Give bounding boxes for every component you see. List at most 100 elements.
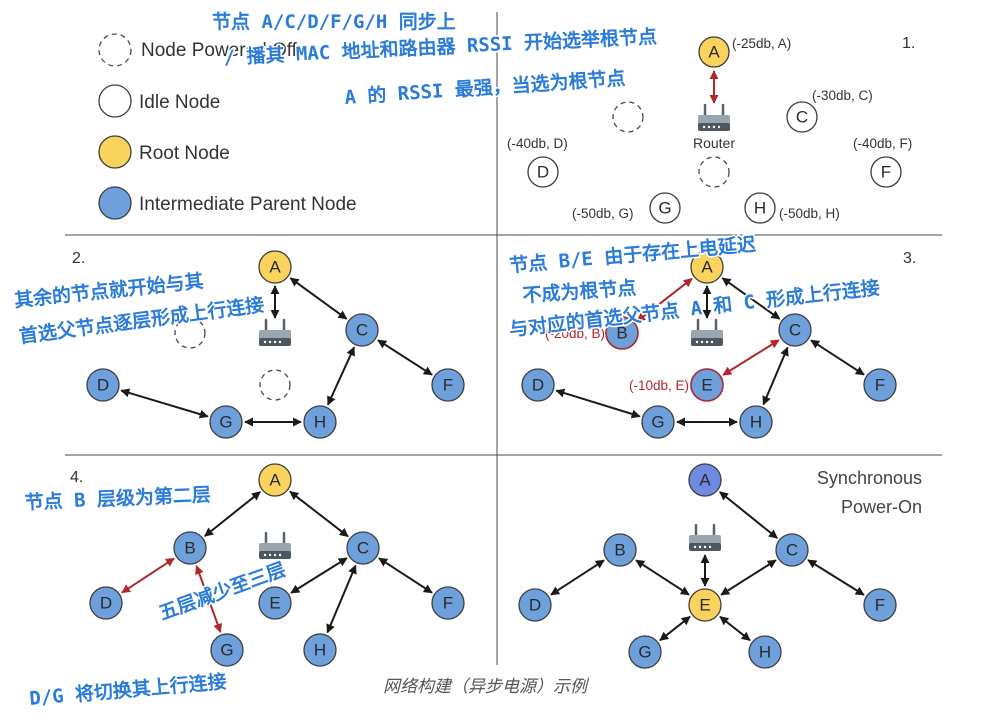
node-C: C xyxy=(778,313,812,347)
node-A: A xyxy=(690,250,724,284)
powered-off-node xyxy=(259,369,291,401)
node-B: B xyxy=(173,531,207,565)
figure-caption: 网络构建（异步电源）示例 xyxy=(383,677,590,697)
node-A: A xyxy=(688,463,722,497)
rssi-label-H: (-50db, H) xyxy=(779,206,840,221)
node-F: F xyxy=(431,586,465,620)
node-label: G xyxy=(220,641,233,660)
panel-number: 4. xyxy=(70,469,83,486)
node-label: F xyxy=(443,594,453,613)
legend-label-root: Root Node xyxy=(139,143,230,164)
annotation-panel1-line1: 节点 A/C/D/F/G/H 同步上 xyxy=(212,11,456,33)
node-E: E xyxy=(690,368,724,402)
node-label: D xyxy=(100,594,112,613)
link-A-C xyxy=(721,277,781,320)
node-label: C xyxy=(357,539,369,558)
rssi-label-E: (-10db, E) xyxy=(629,378,689,393)
node-H: H xyxy=(739,405,773,439)
legend-label-idle: Idle Node xyxy=(139,92,220,113)
panel-number: 2. xyxy=(72,250,85,267)
router-icon xyxy=(257,531,293,561)
node-label: A xyxy=(269,471,281,490)
node-E: E xyxy=(258,586,292,620)
node-A: A xyxy=(698,36,730,68)
node-label: C xyxy=(356,321,368,340)
legend-idle-icon xyxy=(98,84,132,118)
link-C-E xyxy=(720,559,777,596)
powered-off-node xyxy=(174,317,206,349)
node-G: G xyxy=(210,633,244,667)
link-E-C xyxy=(722,339,780,376)
powered-off-node xyxy=(698,156,730,188)
node-label: H xyxy=(314,413,326,432)
node-H: H xyxy=(744,192,776,224)
panel-5: Synchronous Power-On A B C D E xyxy=(518,463,922,669)
panel-title-line1: Synchronous xyxy=(817,468,922,488)
node-label: A xyxy=(708,43,720,62)
node-label: F xyxy=(875,376,885,395)
router-label: Router xyxy=(693,135,735,151)
legend-root-icon xyxy=(98,135,132,169)
node-label: F xyxy=(875,596,885,615)
link-A-C xyxy=(289,277,348,320)
legend-powered-off-icon xyxy=(98,33,132,67)
powered-off-node xyxy=(612,101,644,133)
node-label: A xyxy=(701,258,713,277)
panel-3: 3. A B C D E F xyxy=(521,250,916,439)
rssi-label-A: (-25db, A) xyxy=(732,36,791,51)
node-label: D xyxy=(537,163,549,182)
link-E-H xyxy=(719,615,751,642)
link-C-F xyxy=(810,339,865,376)
node-label: D xyxy=(532,376,544,395)
node-C: C xyxy=(775,533,809,567)
panel-4: 4. A B C D E F xyxy=(70,463,465,667)
node-label: A xyxy=(269,258,281,277)
node-G: G xyxy=(649,192,681,224)
link-A-C xyxy=(289,490,349,538)
node-G: G xyxy=(209,405,243,439)
node-B: B xyxy=(603,533,637,567)
node-label: C xyxy=(789,321,801,340)
node-label: H xyxy=(754,199,766,218)
router-icon xyxy=(689,318,725,348)
node-label: B xyxy=(616,324,627,343)
node-label: G xyxy=(651,413,664,432)
node-C: C xyxy=(786,101,818,133)
node-E: E xyxy=(688,588,722,622)
link-G-D xyxy=(555,388,641,419)
legend-label-intermediate: Intermediate Parent Node xyxy=(139,194,357,215)
node-label: C xyxy=(796,108,808,127)
node-H: H xyxy=(303,633,337,667)
rssi-label-B: (-20db, B) xyxy=(545,326,605,341)
node-label: B xyxy=(184,539,195,558)
node-D: D xyxy=(86,368,120,402)
rssi-label-C: (-30db, C) xyxy=(812,88,873,103)
node-label: H xyxy=(759,643,771,662)
annotation-panel1-line3: A 的 RSSI 最强，当选为根节点 xyxy=(344,66,626,109)
node-label: D xyxy=(97,376,109,395)
annotation-panel4-line1: 节点 B 层级为第二层 xyxy=(24,483,211,514)
link-C-H xyxy=(762,346,789,406)
node-label: E xyxy=(699,596,710,615)
node-label: H xyxy=(314,641,326,660)
rssi-label-G: (-50db, G) xyxy=(572,206,634,221)
node-D: D xyxy=(89,586,123,620)
node-F: F xyxy=(870,156,902,188)
link-A-B xyxy=(204,491,261,537)
panel-1: 1. Router A C D F G H (-25db, A xyxy=(507,35,915,224)
node-label: D xyxy=(529,596,541,615)
link-C-F xyxy=(807,559,865,596)
node-label: G xyxy=(638,643,651,662)
node-G: G xyxy=(628,635,662,669)
node-label: H xyxy=(750,413,762,432)
link-G-D xyxy=(120,388,209,419)
link-B-G xyxy=(195,565,222,633)
link-E-G xyxy=(659,615,691,642)
node-F: F xyxy=(431,368,465,402)
link-B-D xyxy=(550,559,605,596)
link-B-D xyxy=(121,557,175,594)
node-C: C xyxy=(346,531,380,565)
node-C: C xyxy=(345,313,379,347)
node-label: B xyxy=(614,541,625,560)
